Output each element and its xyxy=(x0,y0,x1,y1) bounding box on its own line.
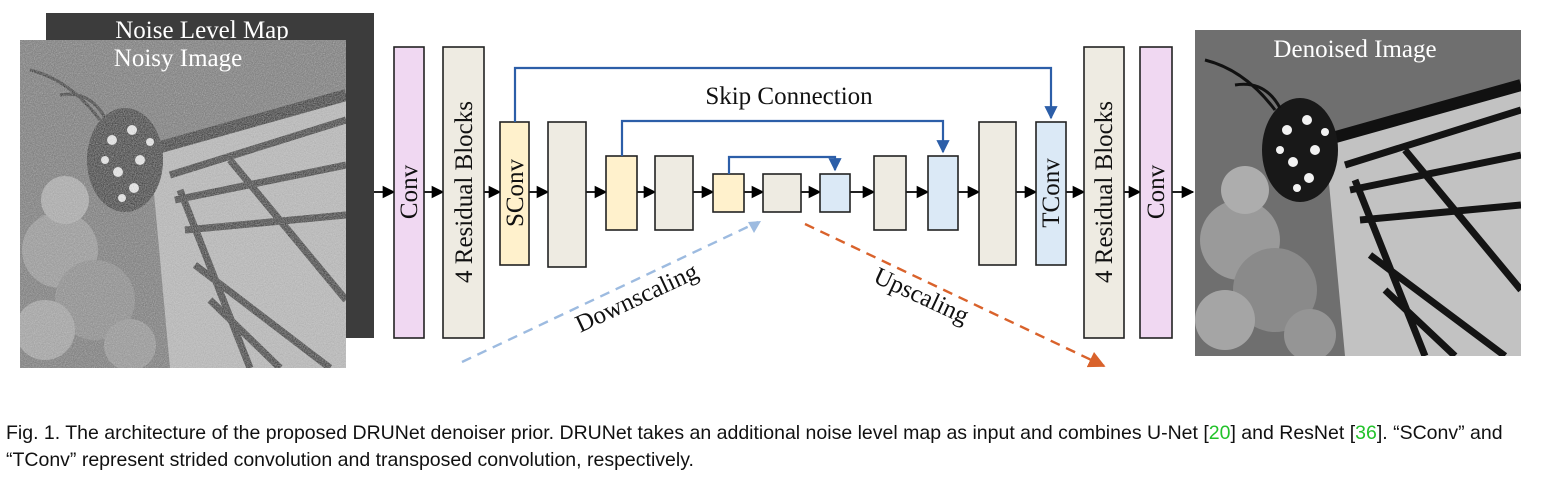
noise-level-map-label: Noise Level Map xyxy=(115,17,289,44)
citation-link-20[interactable]: 20 xyxy=(1208,422,1231,444)
noisy-image xyxy=(20,40,346,368)
butterfly-image-clean xyxy=(1195,30,1521,356)
tconv-block xyxy=(1035,121,1067,266)
butterfly-image-noisy xyxy=(20,40,346,368)
tconv-block-level3 xyxy=(819,173,851,213)
conv-block-output-label: Conv xyxy=(1143,164,1170,219)
residual-blocks-decoder xyxy=(1083,46,1125,339)
upscaling-label: Upscaling xyxy=(870,263,974,331)
downscaling-label: Downscaling xyxy=(571,258,702,338)
citation-link-36[interactable]: 36 xyxy=(1355,422,1377,444)
tconv-block-label: TConv xyxy=(1038,158,1065,228)
sconv-block-level2 xyxy=(605,155,638,231)
bottleneck-block xyxy=(762,173,802,213)
skip-connection-label: Skip Connection xyxy=(705,83,873,110)
sconv-block-level3 xyxy=(712,173,745,213)
caption-text-2: ] and ResNet [ xyxy=(1230,422,1356,444)
denoised-image-label: Denoised Image xyxy=(1273,36,1436,63)
denoised-image xyxy=(1195,30,1521,356)
drunet-architecture-diagram: Noise Level Map Noisy Image xyxy=(20,13,1521,368)
residual-block-dec2 xyxy=(873,155,907,231)
residual-block-level2 xyxy=(654,155,694,231)
residual-blocks-encoder-label: 4 Residual Blocks xyxy=(451,101,478,283)
conv-block-input xyxy=(393,46,425,339)
residual-blocks-encoder xyxy=(442,46,485,339)
skip-connection-middle xyxy=(620,119,950,156)
sconv-block-label: SConv xyxy=(502,158,529,227)
figure-caption: Fig. 1. The architecture of the proposed… xyxy=(6,420,1558,474)
residual-block-dec1 xyxy=(978,121,1017,266)
skip-connection-outer xyxy=(513,66,1058,122)
residual-block-level1 xyxy=(547,121,587,268)
downscaling-arrow xyxy=(461,220,759,364)
tconv-block-level2 xyxy=(927,155,959,231)
upscaling-arrow xyxy=(804,222,1106,368)
conv-block-output xyxy=(1139,46,1173,339)
caption-text-1: Fig. 1. The architecture of the proposed… xyxy=(6,422,1209,444)
sconv-block xyxy=(499,121,530,266)
residual-blocks-decoder-label: 4 Residual Blocks xyxy=(1091,101,1118,283)
noisy-image-label: Noisy Image xyxy=(114,45,242,72)
skip-connection-inner xyxy=(727,155,842,174)
downscaling-arrowhead xyxy=(748,221,761,233)
conv-block-input-label: Conv xyxy=(396,164,423,219)
caption-text-3: ]. “SConv” and “TConv” represent strided… xyxy=(6,422,1503,471)
